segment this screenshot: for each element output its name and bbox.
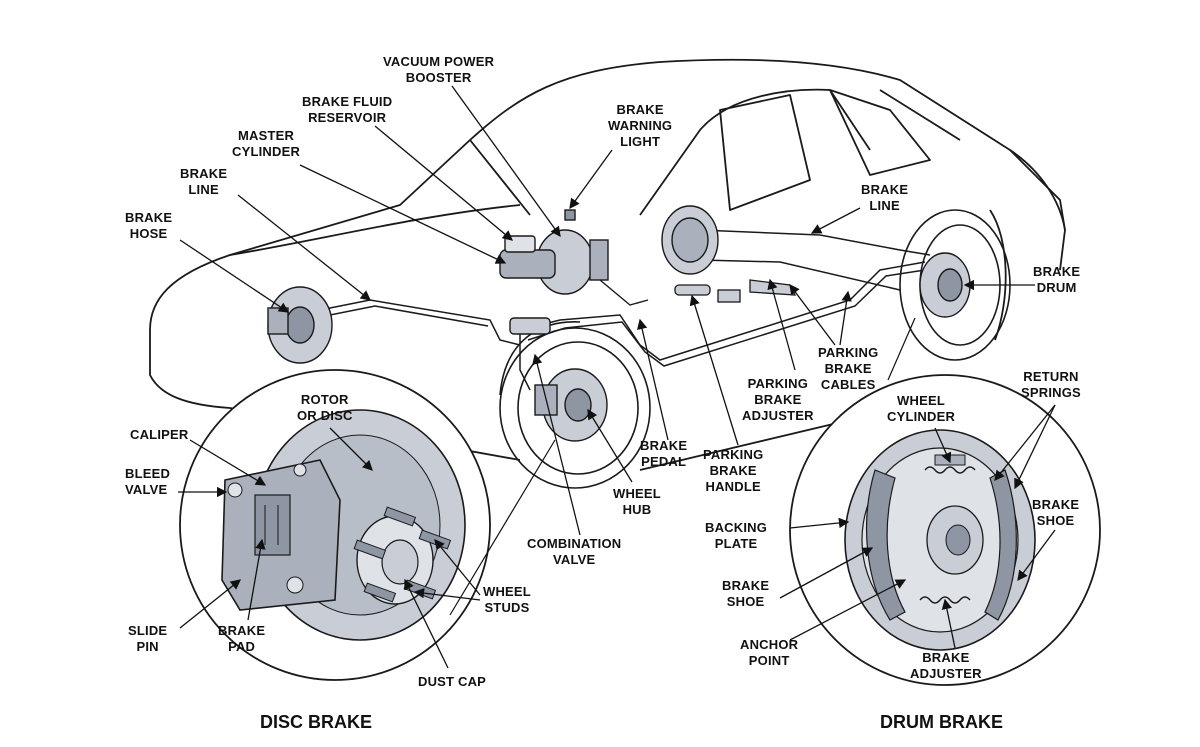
label-brake-adjuster: BRAKE ADJUSTER [910,650,982,681]
label-bleed-valve: BLEED VALVE [125,466,171,497]
front-disc-wheel [534,368,608,442]
label-vacuum-power-booster: VACUUM POWER BOOSTER [383,54,495,85]
label-brake-pedal: BRAKE PEDAL [640,438,688,469]
rear-drum-small [661,205,971,318]
label-brake-shoe-left: BRAKE SHOE [722,578,770,609]
label-brake-hose: BRAKE HOSE [125,210,173,241]
label-parking-brake-handle: PARKING BRAKE HANDLE [703,447,764,494]
label-brake-line-rear: BRAKE LINE [861,182,909,213]
label-slide-pin: SLIDE PIN [128,623,168,654]
label-parking-brake-cables: PARKING BRAKE CABLES [818,345,879,392]
label-parking-brake-adjuster: PARKING BRAKE ADJUSTER [742,376,814,423]
label-brake-drum: BRAKE DRUM [1033,264,1081,295]
front-disc-small [267,286,333,364]
leader-lines [178,85,1056,669]
front-wheel [499,321,651,489]
car-body [149,58,1066,471]
master-cylinder-assembly [499,209,649,335]
title-drum-brake: DRUM BRAKE [880,712,1003,732]
brake-lines [319,229,931,391]
label-anchor-point: ANCHOR POINT [740,637,799,668]
label-dust-cap: DUST CAP [418,674,487,689]
label-brake-warning-light: BRAKE WARNING LIGHT [608,102,673,149]
label-brake-shoe-right: BRAKE SHOE [1032,497,1080,528]
label-wheel-studs: WHEEL STUDS [483,584,531,615]
label-brake-fluid-reservoir: BRAKE FLUID RESERVOIR [302,94,393,125]
label-backing-plate: BACKING PLATE [705,520,768,551]
label-brake-line-front: BRAKE LINE [180,166,228,197]
label-brake-pad: BRAKE PAD [218,623,266,654]
label-caliper: CALIPER [130,427,189,442]
title-disc-brake: DISC BRAKE [260,712,373,732]
label-return-springs: RETURN SPRINGS [1021,369,1081,400]
drum-brake-detail [789,374,1101,686]
label-wheel-hub: WHEEL HUB [613,486,661,517]
label-rotor-or-disc: ROTOR OR DISC [297,392,353,423]
label-wheel-cylinder: WHEEL CYLINDER [887,393,956,424]
label-combination-valve: COMBINATION VALVE [527,536,622,567]
label-master-cylinder: MASTER CYLINDER [232,128,301,159]
